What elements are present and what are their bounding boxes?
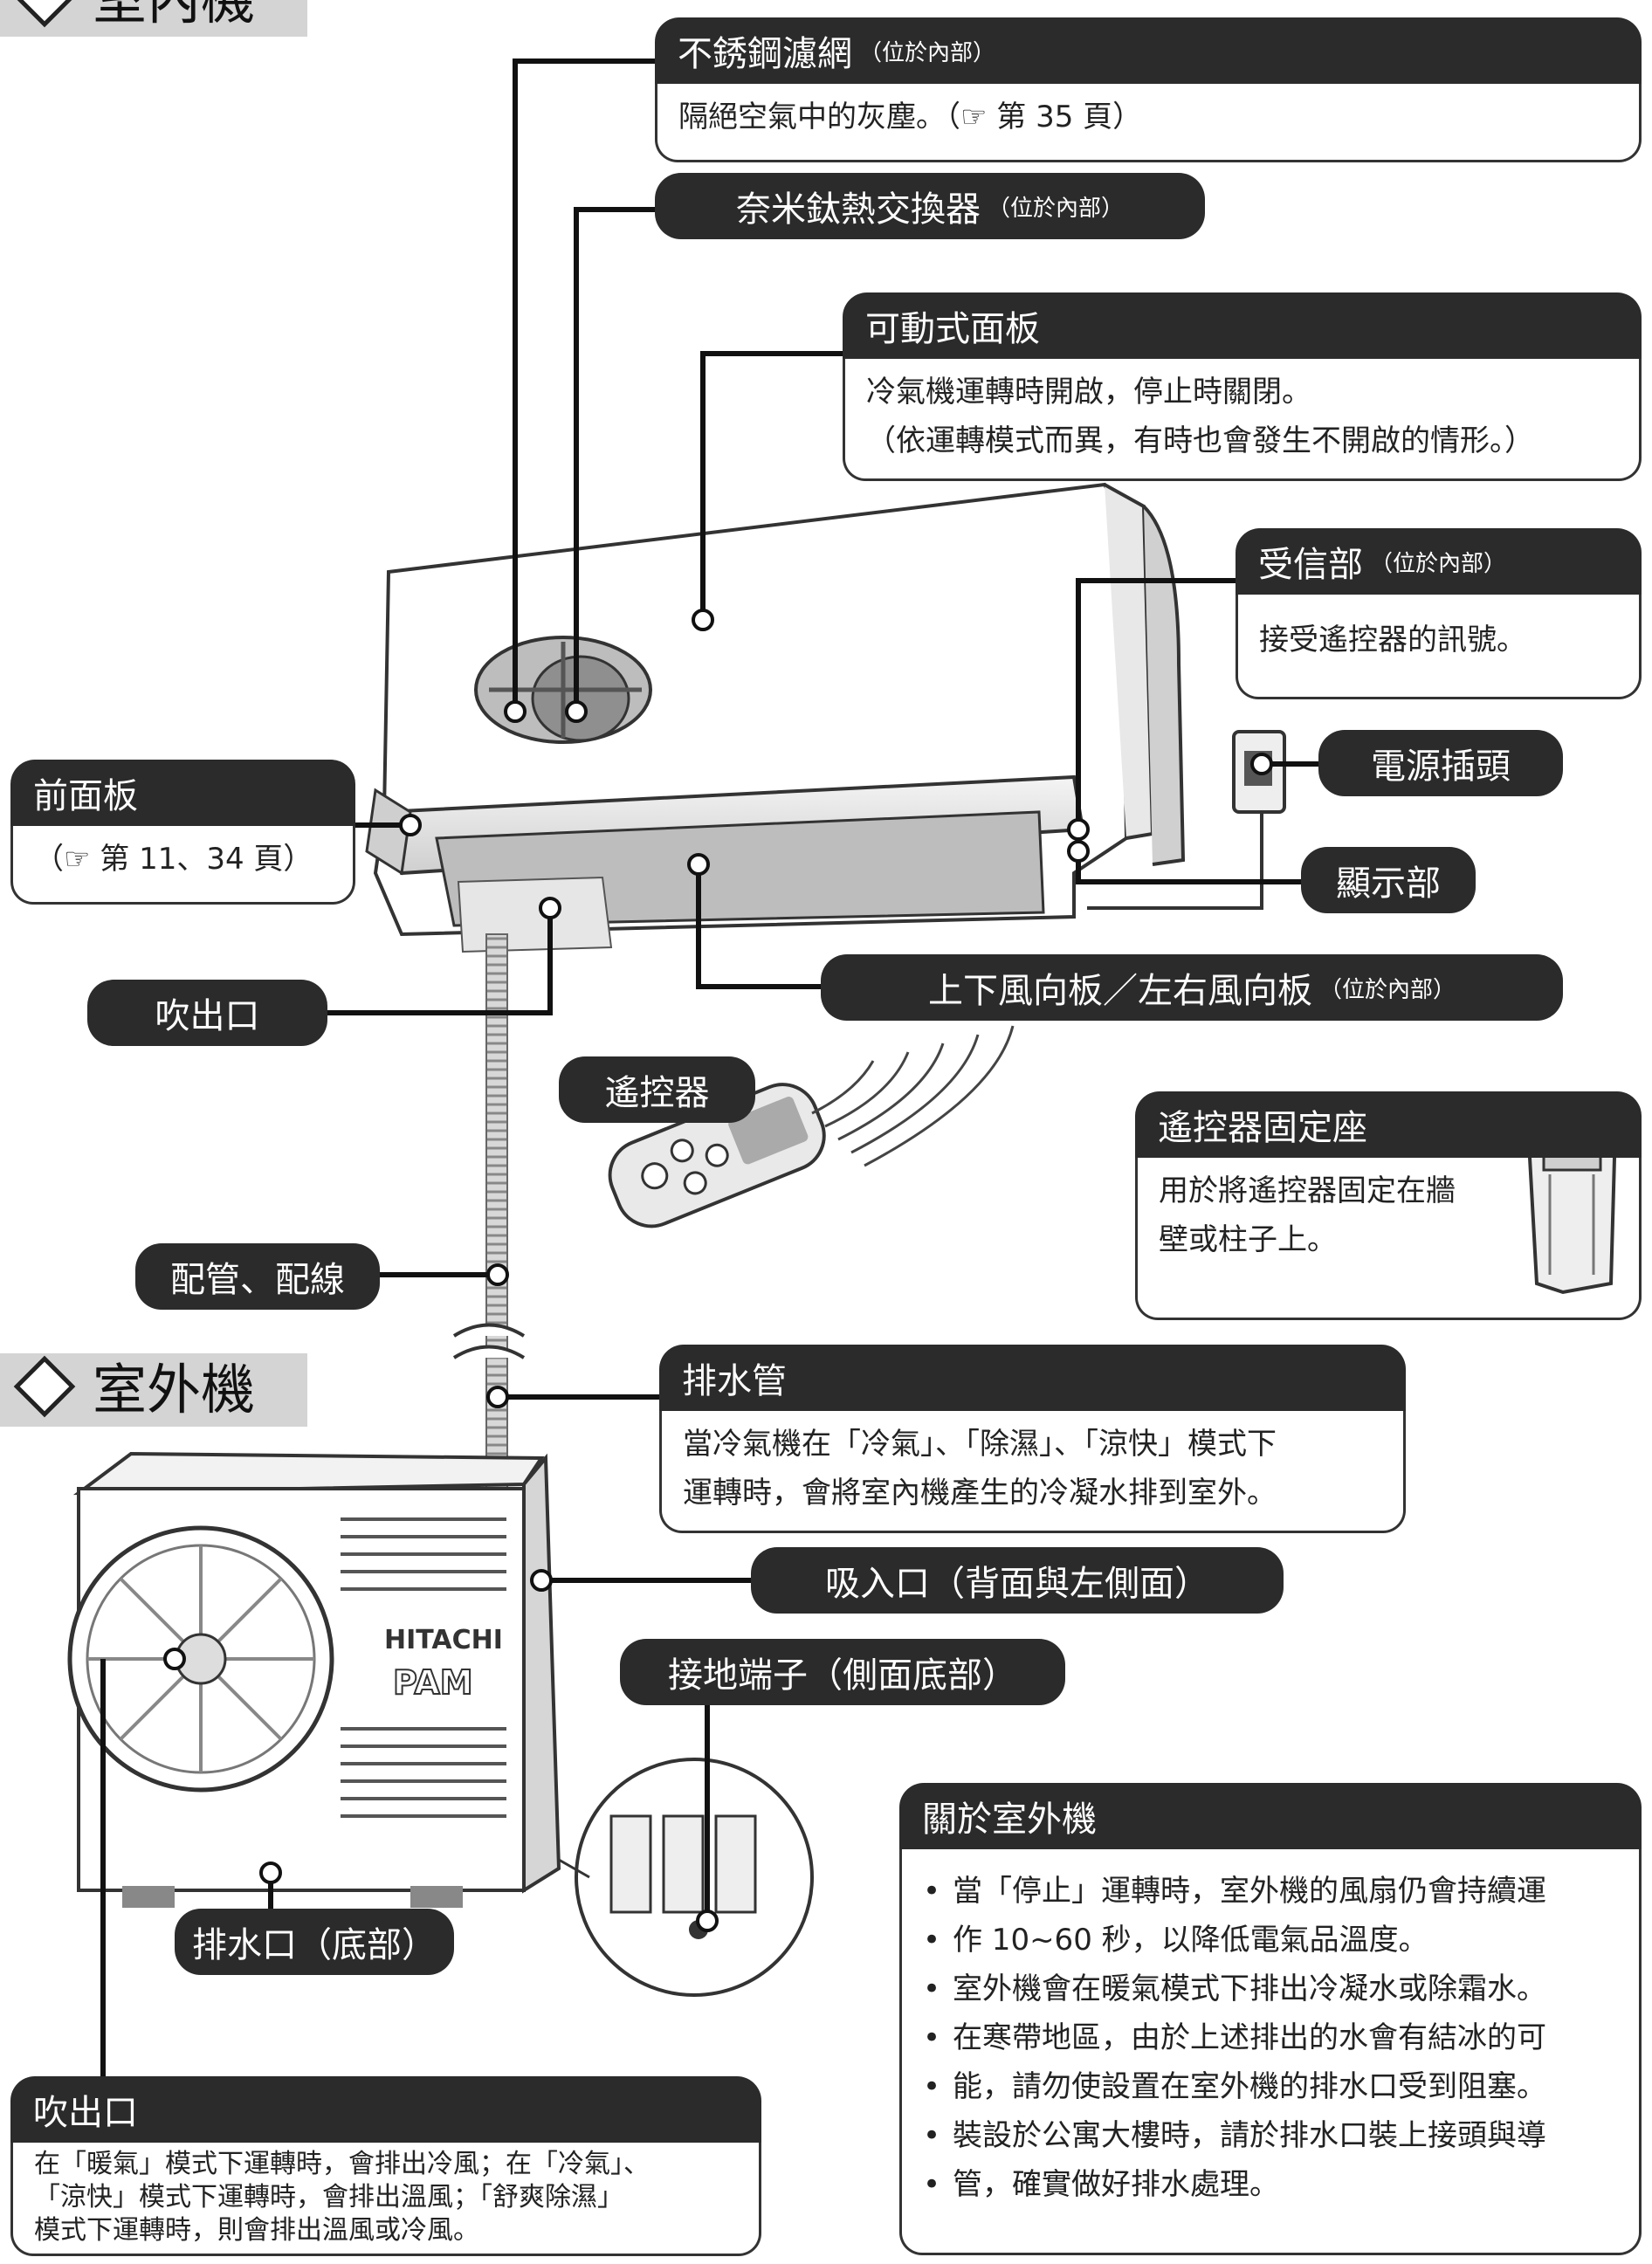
exchanger-note: （位於內部） bbox=[987, 195, 1124, 222]
plug-text: 電源插頭 bbox=[1371, 747, 1511, 787]
drain-hose-desc-1: 當冷氣機在「冷氣」、「除濕」、「涼快」模式下 bbox=[683, 1427, 1277, 1462]
front-panel-desc-box: （☞ 第 11、34 頁） bbox=[10, 826, 355, 905]
piping-label: 配管、配線 bbox=[135, 1243, 380, 1310]
outdoor-outlet-label: 吹出口 bbox=[10, 2076, 761, 2143]
brand-hitachi: HITACHI bbox=[384, 1625, 503, 1655]
louver-note: （位於內部） bbox=[1318, 976, 1456, 1003]
exchanger-title: 奈米鈦熱交換器 bbox=[735, 189, 981, 230]
holder-label: 遙控器固定座 bbox=[1135, 1091, 1642, 1158]
ground-terminal-zoom bbox=[558, 1758, 814, 1997]
filter-title: 不銹鋼濾網 bbox=[678, 34, 852, 74]
louver-text: 上下風向板／左右風向板 bbox=[927, 971, 1312, 1011]
about-item-1-cont: 作 10~60 秒，以降低電氣品溫度。 bbox=[918, 1916, 1623, 1965]
filter-desc-box: 隔絕空氣中的灰塵。（☞ 第 35 頁） bbox=[655, 84, 1642, 162]
front-panel-label: 前面板 bbox=[10, 760, 355, 826]
intake-label: 吸入口（背面與左側面） bbox=[751, 1547, 1284, 1614]
about-item-3-cont-text: 管，確實做好排水處理。 bbox=[953, 2167, 1279, 2202]
outdoor-unit: HITACHI PAM bbox=[67, 1451, 561, 1908]
panel-desc-box: 冷氣機運轉時開啟，停止時關閉。 （依運轉模式而異，有時也會發生不開啟的情形。） bbox=[843, 359, 1642, 481]
outdoor-outlet-desc-2: 「涼快」模式下運轉時，會排出溫風；「舒爽除濕」 bbox=[34, 2182, 623, 2212]
about-item-2: 室外機會在暖氣模式下排出冷凝水或除霜水。 bbox=[918, 1965, 1623, 2013]
brand-pam: PAM bbox=[393, 1663, 473, 1702]
drain-port-label: 排水口（底部） bbox=[175, 1909, 454, 1975]
panel-label: 可動式面板 bbox=[843, 292, 1642, 359]
indoor-outlet-label: 吹出口 bbox=[87, 980, 327, 1046]
display-label: 顯示部 bbox=[1301, 847, 1476, 913]
display-text: 顯示部 bbox=[1336, 864, 1441, 904]
about-item-3-text: 裝設於公寓大樓時，請於排水口裝上接頭與導 bbox=[953, 2118, 1546, 2153]
section-outdoor: 室外機 bbox=[0, 1353, 307, 1427]
section-indoor-title: 室內機 bbox=[93, 0, 255, 31]
outdoor-outlet-desc-3: 模式下運轉時，則會排出溫風或冷風。 bbox=[34, 2215, 479, 2246]
ground-text: 接地端子（側面底部） bbox=[668, 1655, 1017, 1696]
about-item-2-text: 室外機會在暖氣模式下排出冷凝水或除霜水。 bbox=[953, 1972, 1546, 2006]
about-item-2-cont-text: 在寒帶地區，由於上述排出的水會有結冰的可 bbox=[953, 2020, 1546, 2055]
panel-title: 可動式面板 bbox=[865, 309, 1040, 349]
drain-hose-title: 排水管 bbox=[682, 1361, 787, 1401]
panel-desc-1: 冷氣機運轉時開啟，停止時關閉。 bbox=[866, 375, 1311, 409]
remote-label: 遙控器 bbox=[559, 1056, 755, 1123]
outdoor-outlet-desc-1: 在「暖氣」模式下運轉時，會排出冷風；在「冷氣」、 bbox=[34, 2149, 650, 2179]
drain-hose-label: 排水管 bbox=[659, 1345, 1406, 1411]
about-item-1-text: 當「停止」運轉時，室外機的風扇仍會持續運 bbox=[953, 1874, 1546, 1909]
drain-hose-desc-2: 運轉時，會將室內機產生的冷凝水排到室外。 bbox=[683, 1476, 1277, 1510]
front-panel-desc: （☞ 第 11、34 頁） bbox=[34, 842, 313, 877]
about-item-2-cont: 在寒帶地區，由於上述排出的水會有結冰的可 bbox=[918, 2013, 1623, 2062]
section-outdoor-title: 室外機 bbox=[93, 1358, 256, 1421]
drain-port-text: 排水口（底部） bbox=[192, 1925, 437, 1965]
holder-desc-2: 壁或柱子上。 bbox=[1159, 1222, 1337, 1257]
about-item-3-cont: 管，確實做好排水處理。 bbox=[918, 2160, 1623, 2209]
signal-waves-icon bbox=[811, 1025, 1015, 1167]
plug-label: 電源插頭 bbox=[1318, 730, 1563, 796]
intake-text: 吸入口（背面與左側面） bbox=[825, 1564, 1209, 1604]
about-item-1-cont-text: 作 10~60 秒，以降低電氣品溫度。 bbox=[953, 1923, 1428, 1958]
receiver-label: 受信部 （位於內部） bbox=[1236, 528, 1642, 595]
outdoor-outlet-desc-box: 在「暖氣」模式下運轉時，會排出冷風；在「冷氣」、 「涼快」模式下運轉時，會排出溫… bbox=[10, 2143, 761, 2256]
exchanger-label: 奈米鈦熱交換器（位於內部） bbox=[655, 173, 1205, 239]
outdoor-outlet-title: 吹出口 bbox=[33, 2093, 138, 2133]
about-outdoor-list: 當「停止」運轉時，室外機的風扇仍會持續運 作 10~60 秒，以降低電氣品溫度。… bbox=[918, 1867, 1623, 2209]
louver-label: 上下風向板／左右風向板（位於內部） bbox=[821, 954, 1563, 1021]
filter-note: （位於內部） bbox=[859, 39, 996, 66]
about-outdoor-label: 關於室外機 bbox=[899, 1783, 1642, 1849]
piping-text: 配管、配線 bbox=[170, 1260, 345, 1300]
panel-desc-2: （依運轉模式而異，有時也會發生不開啟的情形。） bbox=[866, 423, 1534, 458]
about-item-2-cont2: 能，請勿使設置在室外機的排水口受到阻塞。 bbox=[918, 2062, 1623, 2111]
filter-label: 不銹鋼濾網 （位於內部） bbox=[655, 17, 1642, 84]
about-outdoor-title: 關於室外機 bbox=[922, 1800, 1097, 1840]
filter-desc: 隔絕空氣中的灰塵。（☞ 第 35 頁） bbox=[678, 100, 1143, 134]
indoor-outlet-text: 吹出口 bbox=[155, 996, 260, 1036]
about-item-2-cont2-text: 能，請勿使設置在室外機的排水口受到阻塞。 bbox=[953, 2069, 1546, 2104]
front-panel-title: 前面板 bbox=[33, 776, 138, 816]
remote-control bbox=[608, 1083, 826, 1228]
about-item-3: 裝設於公寓大樓時，請於排水口裝上接頭與導 bbox=[918, 2111, 1623, 2160]
holder-desc-box: 用於將遙控器固定在牆 壁或柱子上。 bbox=[1135, 1158, 1642, 1320]
receiver-desc: 接受遙控器的訊號。 bbox=[1259, 623, 1526, 657]
remote-text: 遙控器 bbox=[604, 1073, 710, 1113]
holder-desc-1: 用於將遙控器固定在牆 bbox=[1159, 1173, 1456, 1208]
leader-dots bbox=[163, 609, 1273, 1932]
about-outdoor-box: 當「停止」運轉時，室外機的風扇仍會持續運 作 10~60 秒，以降低電氣品溫度。… bbox=[899, 1849, 1642, 2255]
section-indoor: 室內機 bbox=[0, 0, 307, 37]
holder-title: 遙控器固定座 bbox=[1158, 1108, 1367, 1148]
indoor-unit bbox=[365, 482, 1186, 953]
ground-label: 接地端子（側面底部） bbox=[620, 1639, 1065, 1705]
receiver-title: 受信部 bbox=[1258, 545, 1363, 585]
drain-hose-desc-box: 當冷氣機在「冷氣」、「除濕」、「涼快」模式下 運轉時，會將室內機產生的冷凝水排到… bbox=[659, 1411, 1406, 1533]
pipe-break-icon bbox=[452, 1323, 526, 1359]
about-item-1: 當「停止」運轉時，室外機的風扇仍會持續運 bbox=[918, 1867, 1623, 1916]
receiver-desc-box: 接受遙控器的訊號。 bbox=[1236, 595, 1642, 699]
receiver-note: （位於內部） bbox=[1370, 550, 1507, 577]
